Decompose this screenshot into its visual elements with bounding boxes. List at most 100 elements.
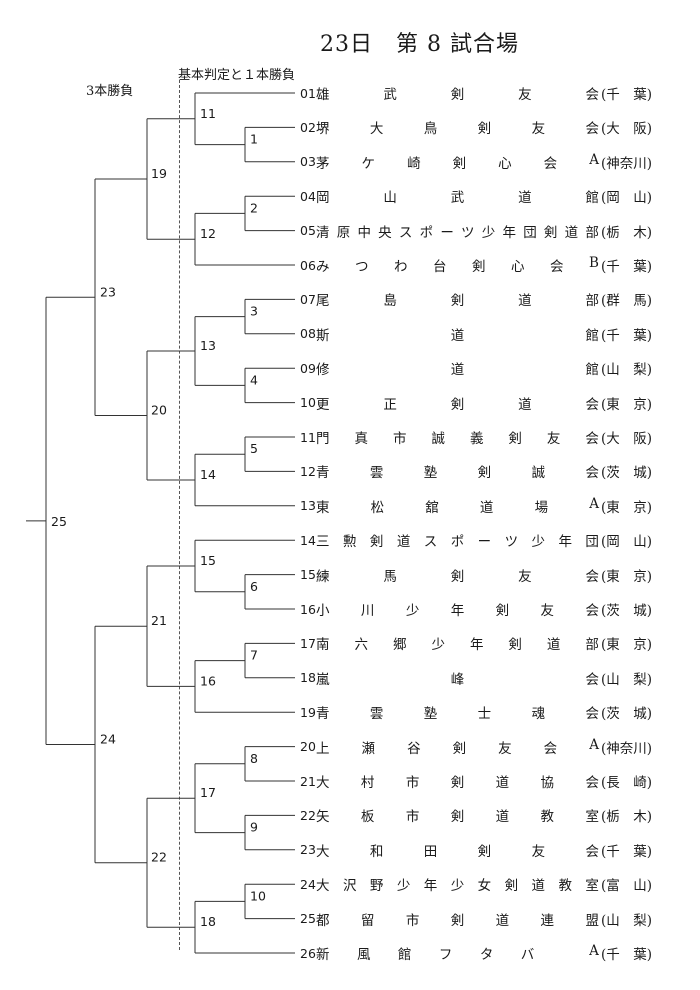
team-number: 19 [300,704,316,720]
team-number: 17 [300,635,316,651]
team-prefecture: (千 葉) [600,947,652,963]
team-number: 09 [300,360,316,376]
team-name: 嵐峰会 [316,671,599,688]
team-number: 12 [300,463,316,479]
team-prefecture: (群 馬) [600,293,652,310]
team-number: 15 [300,567,316,583]
team-prefecture: (栃 木) [600,224,652,241]
team-prefecture: (東 京) [600,499,652,516]
team-prefecture: (茨 城) [600,706,652,723]
team-name: 矢板市剣道教室 [316,809,599,826]
team-prefecture: (岡 山) [600,190,652,207]
team-number: 04 [300,188,316,204]
match-number: 6 [250,579,258,594]
team-prefecture: (千 葉) [600,87,652,103]
match-number: 12 [200,226,216,241]
match-number: 11 [200,106,216,121]
match-number: 14 [200,467,216,482]
column-divider [179,80,180,950]
three-match-label: 3本勝負 [86,84,134,99]
team-name: 大沢野少年少女剣道教室 [316,878,599,895]
match-number: 20 [151,403,167,418]
team-prefecture: (山 梨) [600,912,652,929]
team-name: 岡山武道館 [316,190,599,207]
match-number: 5 [250,441,258,456]
team-prefecture: (神奈川) [600,740,652,757]
page-title: 23日 第 8 試合場 [320,32,519,57]
team-prefecture: (山 梨) [600,362,652,379]
match-number: 16 [200,673,216,688]
team-number: 22 [300,807,316,823]
team-number: 01 [300,85,316,101]
match-number: 18 [200,914,216,929]
match-number: 24 [100,731,116,746]
team-prefecture: (岡 山) [600,534,652,551]
team-name: 練馬剣友会 [316,568,599,585]
team-number: 13 [300,498,316,514]
team-number: 23 [300,842,316,858]
team-prefecture: (東 京) [600,396,652,413]
match-number: 3 [250,304,258,319]
match-number: 15 [200,553,216,568]
team-number: 20 [300,739,316,755]
match-number: 21 [151,613,167,628]
match-number: 22 [151,850,167,865]
team-number: 03 [300,154,316,170]
team-name: 小川少年剣友会 [316,603,599,619]
team-name: 南六郷少年剣道部 [316,637,599,654]
team-number: 05 [300,223,316,239]
match-number: 23 [100,284,116,299]
team-number: 11 [300,429,316,445]
team-number: 16 [300,601,316,617]
team-name: 修道館 [316,362,599,379]
team-name: 新風館フタバ A [316,943,599,963]
team-name: 斯道館 [316,327,599,344]
team-number: 25 [300,911,316,927]
team-name: 大和田剣友会 [316,843,599,860]
team-number: 06 [300,257,316,273]
team-prefecture: (大 阪) [600,121,652,138]
team-prefecture: (山 梨) [600,671,652,688]
team-name: 更正剣道会 [316,396,599,413]
team-prefecture: (長 崎) [600,775,652,791]
match-number: 13 [200,338,216,353]
team-name: 雄武剣友会 [316,87,599,103]
team-name: 大村市剣道協会 [316,775,599,791]
team-name: 清原中央スポーツ少年団剣道部 [316,224,599,241]
match-number: 2 [250,200,258,215]
team-prefecture: (神奈川) [600,155,652,172]
match-number: 19 [151,166,167,181]
match-number: 17 [200,785,216,800]
team-name: 青雲塾士魂会 [316,706,599,723]
team-name: 三勲剣道スポーツ少年団 [316,534,599,551]
team-number: 07 [300,291,316,307]
team-prefecture: (千 葉) [600,259,652,275]
team-prefecture: (千 葉) [600,843,652,860]
match-number: 25 [51,514,67,529]
team-prefecture: (東 京) [600,637,652,654]
match-number: 7 [250,648,258,663]
basic-judgment-label: 基本判定と１本勝負 [178,68,296,83]
team-number: 02 [300,119,316,135]
team-prefecture: (茨 城) [600,603,652,619]
